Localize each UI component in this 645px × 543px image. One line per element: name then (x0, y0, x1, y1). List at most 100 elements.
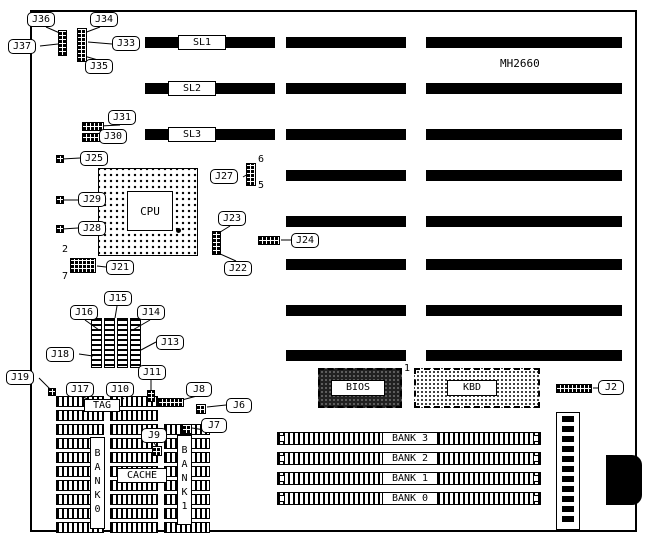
board-code: MH2660 (500, 57, 540, 70)
cache-column-chip-1 (91, 318, 102, 368)
connector-j28 (56, 225, 64, 233)
power-connector (556, 412, 580, 530)
slot-bar-row1-seg2 (286, 37, 406, 48)
callout-j28: J28 (78, 221, 107, 236)
cpu-pin1-dot (176, 228, 181, 233)
callout-j36: J36 (27, 12, 56, 27)
connector-j27 (246, 163, 256, 186)
bank0-vertical-label: BANK0 (90, 437, 105, 529)
callout-j33: J33 (112, 36, 141, 51)
callout-j2: J2 (598, 380, 624, 395)
callout-j30: J30 (99, 129, 128, 144)
callout-j23: J23 (218, 211, 247, 226)
simm-latch-right-3 (533, 495, 539, 502)
simm-latch-left-1 (279, 455, 285, 462)
slot-bar-row1-seg3 (426, 37, 622, 48)
pin-number-j21_pin2: 2 (62, 244, 69, 255)
sram-chip-col2-row10 (110, 522, 158, 533)
tag-label: TAG (84, 399, 120, 412)
callout-j16: J16 (70, 305, 99, 320)
simm-bank-label-0: BANK 3 (382, 432, 438, 445)
simm-latch-left-2 (279, 475, 285, 482)
callout-j21: J21 (106, 260, 135, 275)
sram-chip-col2-row5 (110, 452, 158, 463)
callout-j10: J10 (106, 382, 135, 397)
slot-bar-row8-seg2 (426, 350, 622, 361)
connector-j11 (147, 390, 155, 402)
slot-bar-row3-seg3 (426, 129, 622, 140)
simm-latch-right-0 (533, 435, 539, 442)
callout-j13: J13 (156, 335, 185, 350)
callout-j34: J34 (90, 12, 119, 27)
slot-bar-row7-seg2 (426, 305, 622, 316)
callout-j35: J35 (85, 59, 114, 74)
connector-j19 (48, 388, 56, 396)
sram-chip-col2-row2 (110, 410, 158, 421)
simm-latch-left-0 (279, 435, 285, 442)
sram-chip-col2-row8 (110, 494, 158, 505)
sram-chip-col1-row2 (56, 410, 104, 421)
cache-column-chip-2 (104, 318, 115, 368)
sram-chip-col1-row3 (56, 424, 104, 435)
slot-label-sl3: SL3 (168, 127, 216, 142)
connector-j8 (158, 398, 184, 407)
simm-latch-right-1 (533, 455, 539, 462)
callout-j27: J27 (210, 169, 239, 184)
slot-bar-row5-seg1 (286, 216, 406, 227)
connector-j31 (82, 122, 104, 131)
slot-bar-row5-seg2 (426, 216, 622, 227)
callout-j29: J29 (78, 192, 107, 207)
simm-bank-label-2: BANK 1 (382, 472, 438, 485)
pin-number-bios_pin1: 1 (404, 363, 411, 374)
connector-j23-j22 (212, 231, 221, 255)
callout-j15: J15 (104, 291, 133, 306)
callout-j6: J6 (226, 398, 252, 413)
sram-chip-col2-row4 (110, 438, 158, 449)
slot-bar-row8-seg1 (286, 350, 406, 361)
callout-j8: J8 (186, 382, 212, 397)
slot-bar-row2-seg3 (426, 83, 622, 94)
cache-label: CACHE (117, 468, 167, 483)
connector-j2 (556, 384, 592, 393)
slot-bar-row6-seg1 (286, 259, 406, 270)
callout-j37: J37 (8, 39, 37, 54)
slot-bar-row4-seg1 (286, 170, 406, 181)
kbd-label: KBD (447, 380, 497, 396)
pin-number-j27_pin6: 6 (258, 154, 265, 165)
sram-chip-col2-row9 (110, 508, 158, 519)
slot-label-sl1: SL1 (178, 35, 226, 50)
connector-j9 (152, 446, 162, 456)
connector-j24 (258, 236, 280, 245)
slot-bar-row2-seg2 (286, 83, 406, 94)
simm-latch-left-3 (279, 495, 285, 502)
slot-bar-row6-seg2 (426, 259, 622, 270)
connector-j6 (196, 404, 206, 414)
keyboard-din-connector (606, 455, 642, 505)
callout-j24: J24 (291, 233, 320, 248)
callout-j18: J18 (46, 347, 75, 362)
connector-j36-j37 (58, 30, 67, 56)
connector-j30 (82, 133, 100, 142)
cpu-chip-label: CPU (127, 191, 173, 231)
cache-column-chip-3 (117, 318, 128, 368)
bank1-vertical-label: BANK1 (177, 435, 192, 525)
callout-j11: J11 (138, 365, 167, 380)
connector-j25 (56, 155, 64, 163)
slot-bar-row3-seg2 (286, 129, 406, 140)
connector-j29 (56, 196, 64, 204)
callout-j9: J9 (141, 428, 167, 443)
cache-column-chip-4 (130, 318, 141, 368)
callout-j14: J14 (137, 305, 166, 320)
simm-bank-label-3: BANK 0 (382, 492, 438, 505)
callout-j25: J25 (80, 151, 109, 166)
callout-j31: J31 (108, 110, 137, 125)
connector-j33-j34-j35 (77, 28, 87, 62)
bios-label: BIOS (331, 380, 385, 396)
callout-j22: J22 (224, 261, 253, 276)
slot-label-sl2: SL2 (168, 81, 216, 96)
connector-j7 (182, 424, 192, 434)
callout-j17: J17 (66, 382, 95, 397)
callout-j7: J7 (201, 418, 227, 433)
slot-bar-row7-seg1 (286, 305, 406, 316)
simm-bank-label-1: BANK 2 (382, 452, 438, 465)
